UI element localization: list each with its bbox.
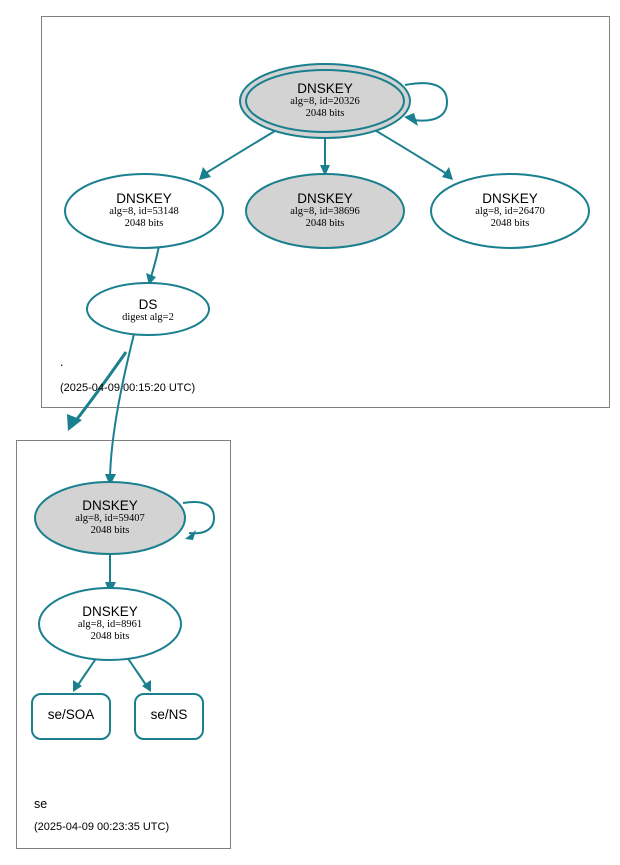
zone-name-se: se (34, 797, 48, 811)
edge-root-ksk-to-53148 (205, 127, 281, 174)
edge-root-ksk-self-loop (404, 82, 449, 122)
cluster-root-zone (41, 16, 610, 408)
arrowhead-se-cluster (67, 414, 82, 431)
zone-timestamp-root: (2025-04-09 00:15:20 UTC) (60, 382, 196, 394)
edge-ds-to-se-cluster (72, 351, 128, 424)
edge-8961-to-se-soa (77, 656, 98, 686)
node-root-ds[interactable] (86, 282, 210, 336)
edge-8961-to-se-ns (126, 656, 147, 686)
edge-53148-to-ds (150, 245, 160, 278)
arrowhead-se-ns (142, 680, 151, 692)
zone-timestamp-se: (2025-04-09 00:23:35 UTC) (34, 821, 170, 833)
node-se-soa[interactable] (31, 693, 111, 740)
arrowhead-se-ksk-self (185, 530, 196, 540)
cluster-se-zone (16, 440, 231, 849)
node-root-dnskey-38696[interactable] (245, 173, 405, 249)
node-inner-ellipse (245, 69, 405, 133)
zone-name-root: . (60, 355, 64, 369)
node-root-dnskey-53148[interactable] (64, 173, 224, 249)
node-root-dnskey-20326[interactable] (239, 63, 411, 139)
node-se-dnskey-8961[interactable] (38, 587, 182, 661)
edge-se-ksk-self-loop (182, 501, 216, 535)
edge-root-ksk-to-26470 (372, 128, 448, 175)
node-root-dnskey-26470[interactable] (430, 173, 590, 249)
arrowhead-se-ksk (105, 474, 116, 486)
arrowhead-root-ksk-self (404, 113, 418, 126)
arrowhead-53148 (199, 167, 211, 180)
arrowhead-se-soa (73, 680, 82, 692)
arrowhead-38696 (320, 165, 330, 176)
edge-ds-to-se-ksk (109, 329, 136, 479)
node-se-ns[interactable] (134, 693, 204, 740)
arrowhead-ds (146, 273, 156, 285)
arrowhead-layer (67, 113, 453, 692)
arrowhead-26470 (442, 167, 453, 180)
node-se-dnskey-59407[interactable] (34, 481, 186, 555)
